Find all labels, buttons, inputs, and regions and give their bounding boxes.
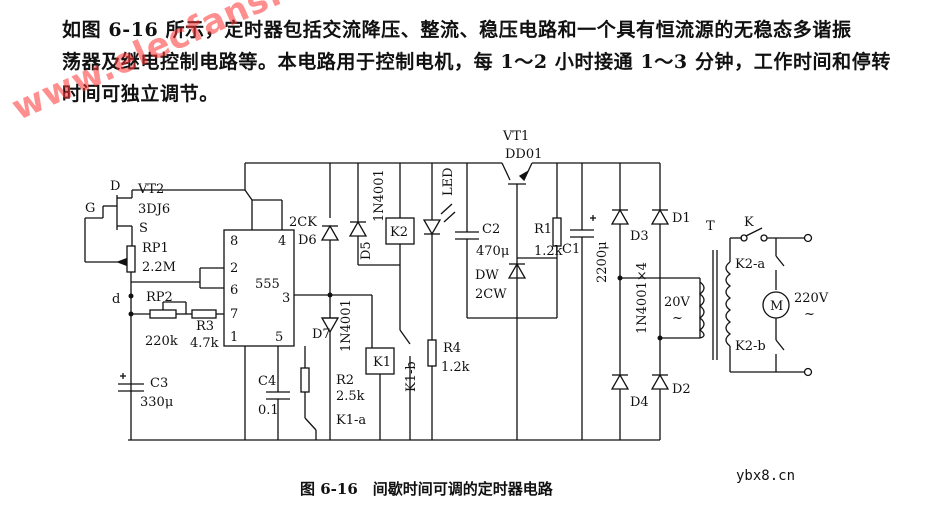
k1a-label: K1-a (336, 413, 366, 428)
c2-label: C2 (482, 222, 500, 237)
k2-relay-coil (385, 163, 415, 330)
r1-resistor (517, 163, 562, 318)
c3-capacitor (118, 373, 144, 392)
d7-part: 1N4001 (339, 299, 354, 352)
description-paragraph: 如图 6-16 所示，定时器包括交流降压、整流、稳压电路和一个具有恒流源的无稳态… (62, 14, 908, 110)
pin8-label: 8 (230, 234, 238, 249)
c4-label: C4 (258, 374, 276, 389)
d6-diode (320, 163, 340, 295)
k2a-label: K2-a (735, 257, 765, 272)
pin6-label: 6 (230, 283, 238, 298)
pin1-label: 1 (230, 330, 238, 345)
mains-switch-k (740, 227, 813, 377)
vt2-label: VT2 (137, 182, 164, 197)
d5-diode (348, 163, 400, 266)
c2-capacitor (455, 163, 557, 319)
r1-value: 1.2k (534, 244, 563, 259)
vt2-drain-label: D (110, 179, 120, 194)
r2-label: R2 (336, 373, 354, 388)
vt2-gate-label: G (85, 201, 95, 216)
c3-label: C3 (150, 376, 168, 391)
rp2-value: 220k (145, 334, 178, 349)
jfet-vt2 (84, 163, 246, 263)
k2b-label: K2-b (735, 339, 766, 354)
k2-label: K2 (390, 225, 408, 240)
r4-label: R4 (443, 341, 461, 356)
c4-value: 0.1 (258, 403, 279, 418)
c4-capacitor (266, 372, 290, 440)
k1b-label: K1-b (404, 361, 419, 392)
mains-tilde: ~ (804, 307, 815, 322)
k1b-contact (399, 329, 411, 440)
k1-label: K1 (373, 355, 391, 370)
r3-label: R3 (196, 319, 214, 334)
motor-label: M (770, 299, 783, 314)
rp1-label: RP1 (142, 241, 169, 256)
c1-label: C1 (562, 242, 580, 257)
led (422, 163, 456, 340)
vt2-part-label: 3DJ6 (138, 202, 170, 217)
vt1-label: VT1 (502, 129, 529, 144)
transformer-t (698, 237, 776, 373)
pin7-label: 7 (230, 307, 238, 322)
rp2-label: RP2 (146, 290, 173, 305)
rp1-value: 2.2M (142, 260, 176, 275)
dw-part: 2CW (475, 287, 507, 302)
dw-label: DW (475, 268, 499, 283)
r2-value: 2.5k (336, 389, 365, 404)
description-line: 如图 6-16 所示，定时器包括交流降压、整流、稳压电路和一个具有恒流源的无稳态… (62, 19, 852, 41)
d5-part: 1N4001 (372, 169, 387, 222)
led-label: LED (441, 167, 456, 196)
vt1-part: DD01 (505, 147, 542, 162)
node-d-label: d (112, 292, 120, 307)
r4-value: 1.2k (441, 360, 470, 375)
r3-value: 4.7k (190, 336, 219, 351)
pin4-label: 4 (278, 234, 286, 249)
c1-capacitor (570, 163, 596, 440)
ic-555-label: 555 (255, 277, 280, 292)
r2-resistor (300, 346, 317, 440)
description-line: 荡器及继电控制电路等。本电路用于控制电机，每 1～2 小时接通 1～3 分钟，工… (62, 51, 891, 73)
vt2-source-label: S (139, 221, 148, 236)
c1-value: 2200μ (595, 241, 610, 283)
d2-label: D2 (672, 382, 691, 397)
pin2-label: 2 (230, 261, 238, 276)
dw-zener (507, 262, 527, 440)
d5-label: D5 (359, 241, 374, 260)
pin5-label: 5 (275, 330, 283, 345)
vt1-transistor (501, 162, 533, 300)
d6-label: D6 (298, 233, 317, 248)
c3-value: 330μ (140, 395, 173, 410)
d7-diode (320, 292, 372, 440)
d7-label: D7 (312, 327, 331, 342)
c2-value: 470μ (476, 244, 509, 259)
switch-k-label: K (744, 215, 754, 230)
bridge-rectifier (610, 163, 700, 440)
rp1-potentiometer (116, 245, 136, 296)
description-line: 时间可独立调节。 (62, 83, 219, 105)
motor-circuit (762, 238, 790, 372)
secondary-voltage: 20V (664, 295, 691, 310)
d4-label: D4 (630, 395, 649, 410)
bridge-part: 1N4001×4 (635, 262, 650, 334)
source-mark: ybx8.cn (736, 468, 796, 484)
timing-network (128, 267, 224, 440)
secondary-tilde: ~ (672, 311, 683, 326)
mains-voltage: 220V (794, 291, 829, 306)
d1-label: D1 (672, 211, 691, 226)
ic-555 (223, 189, 330, 440)
transformer-label: T (706, 219, 715, 234)
pin3-label: 3 (282, 291, 290, 306)
r1-label: R1 (534, 222, 552, 237)
d3-label: D3 (630, 229, 649, 244)
figure-caption: 图 6-16 间歇时间可调的定时器电路 (300, 480, 553, 498)
d6-part: 2CK (289, 215, 317, 230)
r4-resistor (427, 339, 437, 440)
k1-relay-coil (365, 295, 395, 440)
